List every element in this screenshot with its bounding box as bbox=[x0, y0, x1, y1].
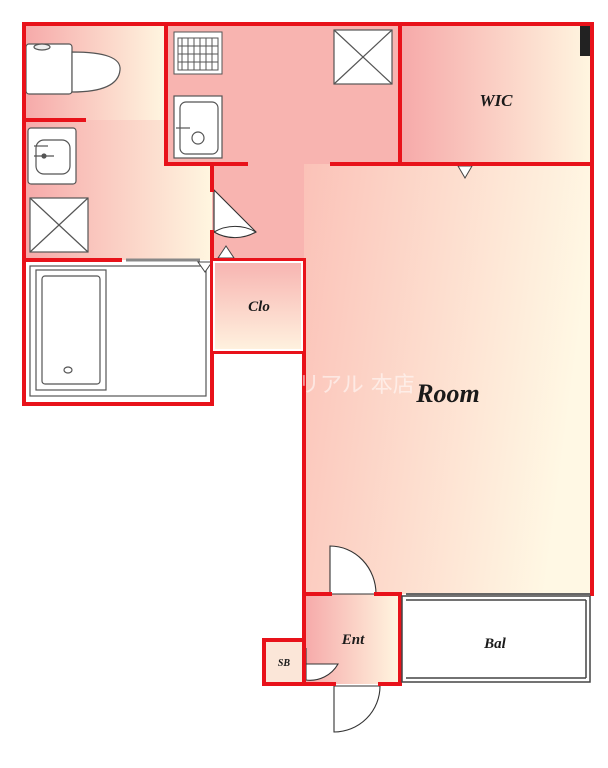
fridge-space-icon bbox=[333, 29, 393, 85]
wic-fill bbox=[400, 24, 592, 164]
front-door bbox=[333, 685, 381, 733]
washer-space-icon bbox=[29, 197, 89, 253]
room-fill bbox=[304, 164, 592, 594]
walls bbox=[22, 22, 594, 686]
bath-door-marker bbox=[197, 261, 213, 273]
shoebox-fill bbox=[264, 640, 304, 684]
balcony-fill bbox=[400, 594, 592, 684]
balcony-label: Bal bbox=[483, 636, 507, 652]
shoebox-door bbox=[305, 648, 339, 681]
entrance-label: Ent bbox=[341, 632, 365, 648]
balcony-railing bbox=[401, 595, 591, 683]
hanging-pipe-icon bbox=[580, 24, 590, 56]
watermark-text: ミリアル 本店 bbox=[276, 373, 415, 398]
wic-label: WIC bbox=[479, 91, 513, 110]
closet-frame bbox=[213, 261, 303, 351]
stove-icon bbox=[173, 31, 223, 75]
room-label: Room bbox=[415, 379, 480, 408]
closet-fill bbox=[214, 260, 304, 352]
bathtub-icon bbox=[29, 265, 207, 397]
washbasin-icon bbox=[27, 127, 77, 185]
shoebox-label: SB bbox=[278, 658, 291, 669]
closet-label: Clo bbox=[248, 299, 270, 315]
kitchen-sink-icon bbox=[173, 95, 223, 159]
toilet-icon bbox=[25, 43, 121, 95]
doors bbox=[213, 188, 381, 733]
washroom-door bbox=[213, 188, 257, 239]
